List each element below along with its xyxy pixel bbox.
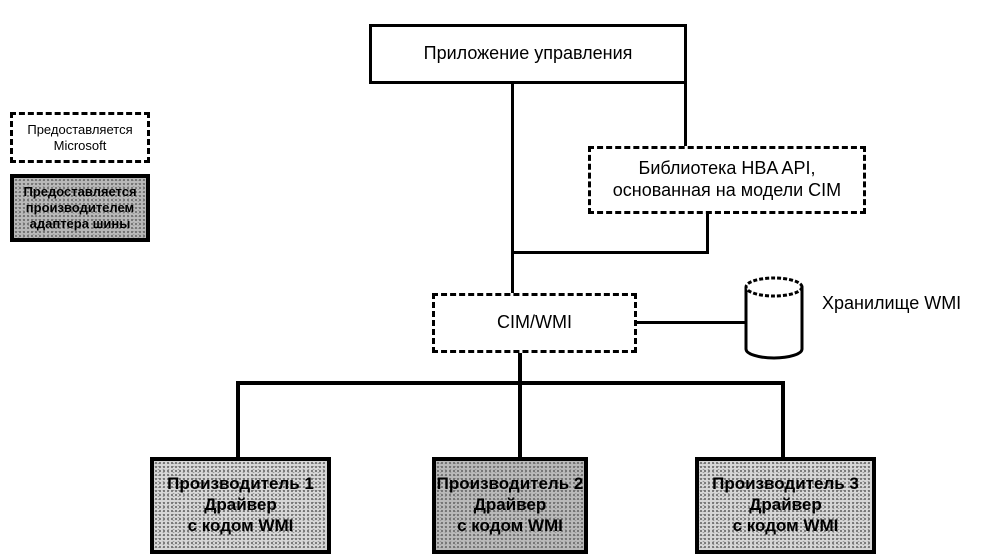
node-management-app-label: Приложение управления: [423, 43, 633, 64]
legend-microsoft-line-2: Microsoft: [53, 137, 107, 153]
node-cim-wmi: CIM/WMI: [432, 293, 637, 353]
edge-bus-to-vendor-1: [236, 381, 240, 459]
edge-cim-to-repository: [636, 321, 746, 324]
node-vendor-3-line-1: Производитель 3: [712, 474, 859, 494]
edge-app-to-library: [684, 82, 687, 146]
edge-cim-down: [518, 352, 522, 384]
legend-microsoft-line-1: Предоставляется: [27, 121, 133, 137]
vendor-bus: [236, 381, 785, 385]
legend-hba-vendor-line-3: адаптера шины: [29, 215, 131, 231]
legend-hba-vendor: Предоставляется производителем адаптера …: [10, 174, 150, 242]
cylinder-top: [744, 276, 804, 298]
node-cim-wmi-label: CIM/WMI: [497, 312, 572, 333]
node-vendor-1-driver: Производитель 1 Драйвер с кодом WMI: [150, 457, 331, 554]
edge-app-to-cim-vertical: [511, 82, 514, 293]
node-management-app: Приложение управления: [369, 24, 687, 84]
node-vendor-1-line-1: Производитель 1: [167, 474, 314, 494]
legend-hba-vendor-line-2: производителем: [25, 200, 135, 216]
node-hba-api-library-line-1: Библиотека HBA API,: [638, 158, 816, 179]
edge-bus-to-vendor-3: [781, 381, 785, 459]
edge-library-down: [706, 213, 709, 253]
legend-hba-vendor-line-1: Предоставляется: [23, 184, 137, 200]
node-hba-api-library-line-2: основанная на модели CIM: [612, 180, 842, 200]
node-vendor-3-line-2: Драйвер: [749, 495, 822, 515]
node-vendor-2-driver: Производитель 2 Драйвер с кодом WMI: [432, 457, 588, 554]
node-vendor-3-line-3: с кодом WMI: [732, 515, 839, 535]
node-wmi-repository-label: Хранилище WMI: [822, 293, 962, 313]
node-vendor-2-line-3: с кодом WMI: [457, 515, 563, 535]
node-vendor-2-line-2: Драйвер: [473, 495, 547, 515]
cylinder-body: [744, 287, 804, 360]
node-vendor-1-line-3: с кодом WMI: [187, 515, 294, 535]
edge-bus-to-vendor-2: [518, 381, 522, 459]
edge-library-to-cim-horizontal: [511, 251, 709, 254]
legend-microsoft: Предоставляется Microsoft: [10, 112, 150, 163]
node-hba-api-library: Библиотека HBA API, основанная на модели…: [588, 146, 866, 214]
node-vendor-2-line-1: Производитель 2: [436, 474, 584, 494]
node-vendor-3-driver: Производитель 3 Драйвер с кодом WMI: [695, 457, 876, 554]
node-vendor-1-line-2: Драйвер: [204, 495, 277, 515]
